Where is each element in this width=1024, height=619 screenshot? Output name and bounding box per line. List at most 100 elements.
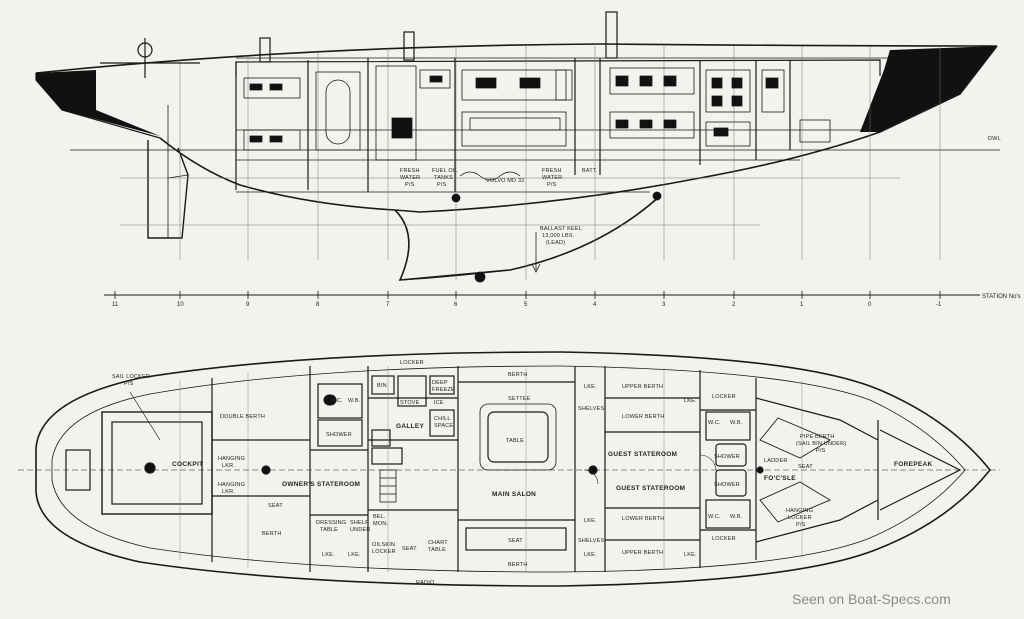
station-tick-label: 8 xyxy=(316,302,320,308)
station-tick-label: -1 xyxy=(936,302,942,308)
svg-text:TABLE: TABLE xyxy=(428,547,446,553)
station-axis: 11 10 9 8 7 6 5 4 3 2 1 0 -1 STATION No'… xyxy=(104,291,1021,308)
plan-drawing xyxy=(18,351,1000,587)
shower-label: SHOWER xyxy=(326,432,352,438)
dwl-label: DWL xyxy=(988,136,1001,142)
shower-label: SHOWER xyxy=(714,454,740,460)
fuel-oil-label: FUEL OIL xyxy=(432,168,458,174)
svg-text:WATER: WATER xyxy=(400,175,420,181)
station-tick-label: 10 xyxy=(177,302,184,308)
station-tick-label: 11 xyxy=(112,302,119,308)
settee-label: SETTEE xyxy=(508,396,531,402)
locker-label: LOCKER xyxy=(712,394,736,400)
deep-freeze-label: DEEP xyxy=(432,380,448,386)
station-tick-label: 3 xyxy=(662,302,666,308)
cockpit-label: COCKPIT xyxy=(172,461,203,468)
oilskin-locker-label: OILSKIN xyxy=(372,542,395,548)
svg-text:LKR.: LKR. xyxy=(222,463,235,469)
locker-label: LKE. xyxy=(584,384,597,390)
sail-locker-label: SAIL LOCKER xyxy=(112,374,150,380)
shelves-label: SHELVES xyxy=(578,406,604,412)
svg-text:TANKS: TANKS xyxy=(434,175,453,181)
ballast-label: BALLAST KEEL xyxy=(540,226,582,232)
plan-labels: SAIL LOCKER P/S COCKPIT HANGING LKR. HAN… xyxy=(112,360,932,586)
svg-text:P/S: P/S xyxy=(816,448,826,454)
svg-text:13,000 LBS.: 13,000 LBS. xyxy=(542,233,575,239)
station-tick-label: 7 xyxy=(386,302,390,308)
ice-label: ICE xyxy=(434,400,444,406)
svg-text:P/S: P/S xyxy=(437,182,447,188)
bow-boot xyxy=(860,46,997,132)
station-tick-label: 4 xyxy=(593,302,597,308)
lower-berth-label: LOWER BERTH xyxy=(622,516,664,522)
wc-label: W.C. xyxy=(330,398,343,404)
station-tick-label: 2 xyxy=(732,302,736,308)
station-tick-label: 9 xyxy=(246,302,250,308)
shower-label: SHOWER xyxy=(714,482,740,488)
wc-label: W.C. xyxy=(708,420,721,426)
focsle-label: FO'C'SLE xyxy=(764,475,796,482)
locker-label: LKE. xyxy=(348,552,361,558)
wb-label: W.B. xyxy=(730,420,743,426)
locker-label: LKE. xyxy=(684,552,697,558)
seat-label: SEAT xyxy=(268,503,283,509)
main-salon-label: MAIN SALON xyxy=(492,491,536,498)
radio-label: RADIO xyxy=(416,580,435,586)
svg-text:P/S: P/S xyxy=(547,182,557,188)
wb-label: W.B. xyxy=(348,398,361,404)
station-axis-label: STATION No's xyxy=(982,294,1021,300)
guest-stateroom-label: GUEST STATEROOM xyxy=(608,451,677,458)
fresh-water-fwd-label: FRESH xyxy=(542,168,562,174)
watermark: Seen on Boat-Specs.com xyxy=(792,591,951,607)
locker-label: LKE. xyxy=(684,398,697,404)
fresh-water-aft-label: FRESH xyxy=(400,168,420,174)
chart-table-label: CHART xyxy=(428,540,448,546)
table-label: TABLE xyxy=(506,438,524,444)
main-mast-stub xyxy=(605,11,618,59)
salon-seat-label: SEAT xyxy=(508,538,523,544)
svg-text:MON.: MON. xyxy=(373,521,388,527)
locker-label: LKE. xyxy=(584,518,597,524)
sheer-line xyxy=(35,43,998,74)
vent-stack xyxy=(403,31,415,61)
station-tick-label: 5 xyxy=(524,302,528,308)
hanging-locker-label: HANGING xyxy=(218,482,245,488)
svg-text:FREEZE: FREEZE xyxy=(432,387,455,393)
salon-berth-label: BERTH xyxy=(508,372,528,378)
salon-berth-label: BERTH xyxy=(508,562,528,568)
svg-text:P/S: P/S xyxy=(796,522,806,528)
wc-label: W.C. xyxy=(708,514,721,520)
hull-outline xyxy=(35,351,992,587)
svg-text:UNDER: UNDER xyxy=(350,527,371,533)
stove-label: STOVE xyxy=(400,400,420,406)
upper-berth-label: UPPER BERTH xyxy=(622,550,663,556)
profile-drawing xyxy=(35,11,1000,283)
svg-text:P/S: P/S xyxy=(124,381,134,387)
galley-label: GALLEY xyxy=(396,423,425,430)
profile-labels: FRESH WATER P/S FUEL OIL TANKS P/S VOLVO… xyxy=(400,136,1001,246)
locker-label: LKE. xyxy=(322,552,335,558)
station-tick-label: 0 xyxy=(868,302,872,308)
svg-text:WATER: WATER xyxy=(542,175,562,181)
rudder xyxy=(147,140,189,239)
ladder-label: LADDER xyxy=(764,458,788,464)
station-tick-label: 6 xyxy=(454,302,458,308)
shelves-label: SHELVES xyxy=(578,538,604,544)
nav-seat-label: SEAT xyxy=(402,546,417,552)
locker-top-label: LOCKER xyxy=(400,360,424,366)
berth-label: BERTH xyxy=(262,531,282,537)
lower-berth-label: LOWER BERTH xyxy=(622,414,664,420)
svg-text:(SAIL BIN UNDER): (SAIL BIN UNDER) xyxy=(796,441,846,447)
guest-stateroom-label: GUEST STATEROOM xyxy=(616,485,685,492)
double-berth-label: DOUBLE BERTH xyxy=(220,414,265,420)
upper-berth-label: UPPER BERTH xyxy=(622,384,663,390)
station-tick-label: 1 xyxy=(800,302,804,308)
hanging-locker-label: HANGING xyxy=(786,508,813,514)
shelf-under-label: SHELF xyxy=(350,520,369,526)
svg-text:LOCKER: LOCKER xyxy=(372,549,396,555)
chill-space-label: CHILL xyxy=(434,416,451,422)
hanging-locker-label: HANGING xyxy=(218,456,245,462)
dressing-table-label: DRESSING xyxy=(316,520,346,526)
svg-text:TABLE: TABLE xyxy=(320,527,338,533)
